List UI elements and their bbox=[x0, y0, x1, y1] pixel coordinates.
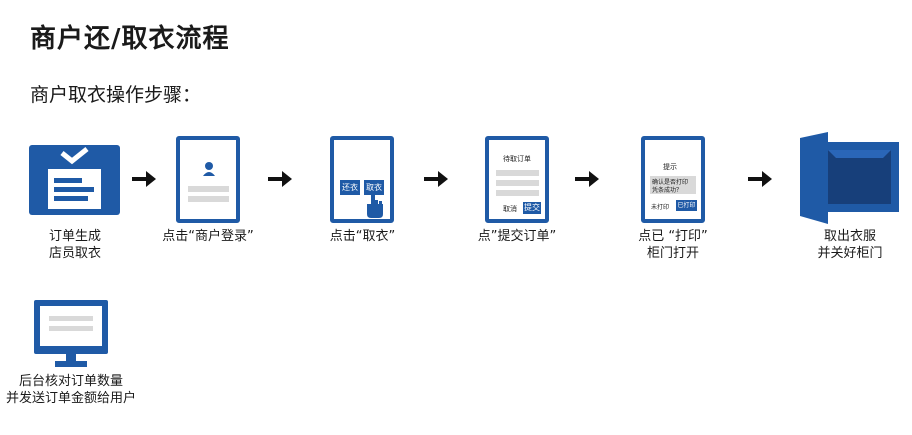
submit-button: 提交 bbox=[523, 202, 541, 214]
pointer-hand-icon bbox=[367, 192, 383, 218]
print-dialog-screen-icon: 提示 确认是否打印 凭条成功？ 未打印 已打印 bbox=[641, 136, 705, 223]
printed-button: 已打印 bbox=[676, 200, 697, 211]
pending-orders-heading: 待取订单 bbox=[503, 155, 531, 163]
take-clothes-button: 取衣 bbox=[364, 180, 384, 195]
step-4-caption: 点”提交订单” bbox=[477, 229, 557, 244]
order-document-icon bbox=[29, 145, 120, 215]
step-2-caption: 点击“商户登录” bbox=[162, 229, 254, 244]
arrow-right-icon bbox=[268, 169, 292, 189]
section-subtitle: 商户取衣操作步骤： bbox=[30, 84, 202, 106]
arrow-right-icon bbox=[575, 169, 599, 189]
open-cabinet-icon bbox=[800, 132, 900, 224]
not-printed-label: 未打印 bbox=[651, 204, 670, 211]
order-form-screen-icon: 待取订单 取消 提交 bbox=[485, 136, 549, 223]
arrow-right-icon bbox=[748, 169, 772, 189]
step-1-caption: 订单生成 店员取衣 bbox=[48, 229, 101, 261]
step-3-caption: 点击“取衣” bbox=[329, 229, 396, 244]
cancel-label: 取消 bbox=[503, 205, 517, 213]
dialog-heading: 提示 bbox=[663, 163, 677, 171]
dialog-message-line-2: 凭条成功？ bbox=[652, 187, 683, 194]
login-screen-icon bbox=[176, 136, 240, 223]
arrow-right-icon bbox=[424, 169, 448, 189]
step-5-caption: 点已 “打印” 柜门打开 bbox=[638, 229, 708, 261]
arrow-right-icon bbox=[132, 169, 156, 189]
return-clothes-button: 还衣 bbox=[340, 180, 360, 195]
step-7-caption: 后台核对订单数量 并发送订单金额给用户 bbox=[5, 374, 136, 406]
page-title: 商户还/取衣流程 bbox=[30, 24, 230, 54]
take-clothes-screen-icon: 还衣 取衣 bbox=[330, 136, 394, 223]
step-6-caption: 取出衣服 并关好柜门 bbox=[817, 229, 883, 261]
dialog-message-line-1: 确认是否打印 bbox=[652, 179, 689, 186]
monitor-icon bbox=[34, 300, 108, 367]
